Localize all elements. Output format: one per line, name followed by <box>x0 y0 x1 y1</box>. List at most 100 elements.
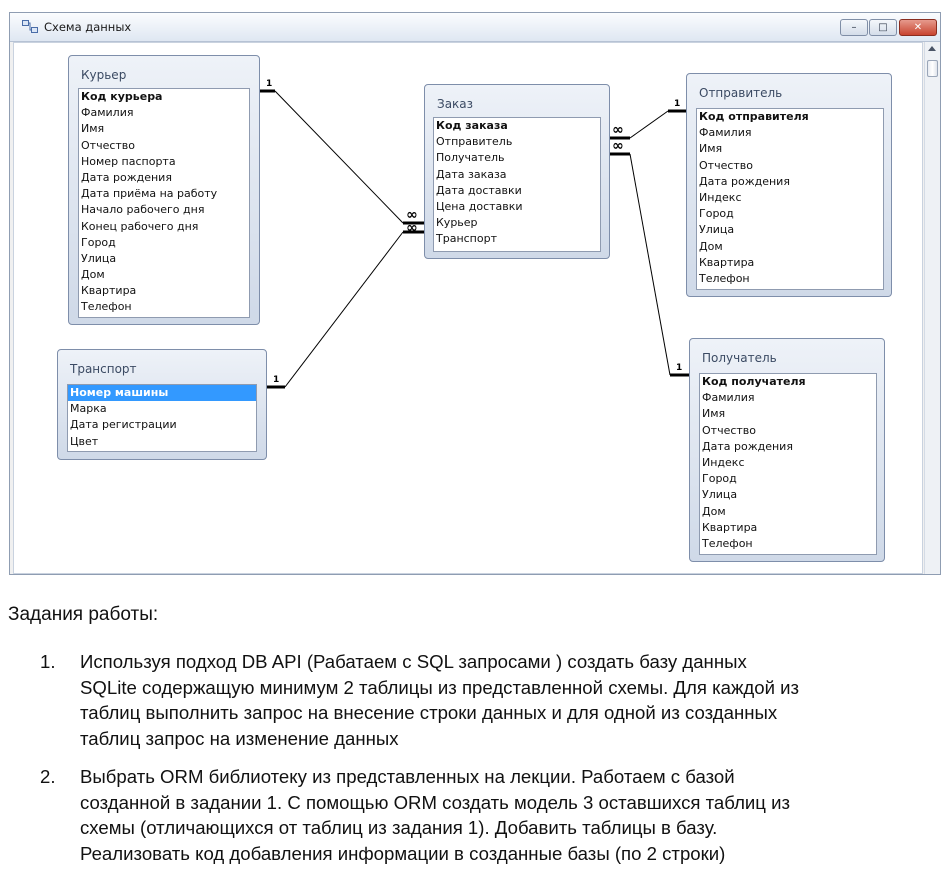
relationships-icon <box>22 20 38 33</box>
window-titlebar[interactable]: Схема данных – □ ✕ <box>10 13 940 42</box>
field-item[interactable]: Отправитель <box>436 135 513 149</box>
field-item[interactable]: Дата рождения <box>699 174 790 188</box>
field-item[interactable]: Номер паспорта <box>81 154 176 168</box>
sender-field-list[interactable]: Код отправителя Фамилия Имя Отчество Дат… <box>696 108 884 290</box>
table-sender[interactable]: Отправитель Код отправителя Фамилия Имя … <box>686 73 892 297</box>
task-text: Используя подход DB API (Рабатаем с SQL … <box>80 649 940 751</box>
field-item[interactable]: Квартира <box>81 284 137 298</box>
field-item[interactable]: Код заказа <box>436 119 508 132</box>
field-item[interactable]: Квартира <box>702 520 758 534</box>
field-item[interactable]: Телефон <box>81 300 132 314</box>
field-item[interactable]: Фамилия <box>81 106 134 120</box>
field-item[interactable]: Телефон <box>702 536 753 550</box>
field-item[interactable]: Улица <box>699 223 735 237</box>
field-item[interactable]: Цена доставки <box>436 199 523 213</box>
field-item[interactable]: Дата приёма на работу <box>81 187 218 201</box>
field-item[interactable]: Фамилия <box>702 391 755 405</box>
field-item[interactable]: Начало рабочего дня <box>81 203 205 217</box>
tasks-heading: Задания работы: <box>8 604 159 625</box>
table-recipient[interactable]: Получатель Код получателя Фамилия Имя От… <box>689 338 885 562</box>
field-item[interactable]: Курьер <box>436 216 478 230</box>
table-transport[interactable]: Транспорт Номер машины Марка Дата регист… <box>57 349 267 460</box>
field-item[interactable]: Цвет <box>70 434 99 448</box>
field-item[interactable]: Дом <box>699 239 723 253</box>
transport-one-label: 1 <box>273 375 279 385</box>
window-title: Схема данных <box>44 20 132 34</box>
field-item[interactable]: Транспорт <box>436 232 497 246</box>
task-line: схемы (отличающихся от таблиц из задания… <box>80 817 718 839</box>
field-item[interactable]: Телефон <box>699 271 750 285</box>
field-item[interactable]: Отчество <box>702 423 757 437</box>
recipient-one-label: 1 <box>676 363 682 373</box>
recipient-field-list[interactable]: Код получателя Фамилия Имя Отчество Дата… <box>699 373 877 555</box>
courier-order-line[interactable] <box>274 90 404 224</box>
task-number: 2. <box>40 766 56 787</box>
field-item[interactable]: Индекс <box>699 190 742 204</box>
task-line: таблиц выполнить запрос на внесение стро… <box>80 702 778 724</box>
relationship-lines: 1 1 1 1 ∞ ∞ ∞ ∞ <box>259 79 689 389</box>
field-item[interactable]: Имя <box>702 407 726 421</box>
maximize-button[interactable]: □ <box>869 19 897 36</box>
field-item[interactable]: Дом <box>702 504 726 518</box>
field-item[interactable]: Код получателя <box>702 375 806 388</box>
task-text: Выбрать ORM библиотеку из представленных… <box>80 764 940 866</box>
field-item-selected[interactable]: Номер машины <box>68 385 256 402</box>
field-item[interactable]: Улица <box>702 488 738 502</box>
vertical-scrollbar[interactable] <box>924 42 940 574</box>
transport-many-label: ∞ <box>406 220 418 236</box>
field-item[interactable]: Отчество <box>81 138 136 152</box>
task-line: Используя подход DB API (Рабатаем с SQL … <box>80 651 747 672</box>
order-recipient-line[interactable] <box>629 153 671 376</box>
field-item[interactable]: Дата регистрации <box>70 418 177 432</box>
field-item[interactable]: Имя <box>81 122 105 136</box>
task-number: 1. <box>40 651 56 672</box>
task-item-2: 2. Выбрать ORM библиотеку из представлен… <box>40 764 940 868</box>
field-item[interactable]: Дата рождения <box>702 439 793 453</box>
field-item[interactable]: Фамилия <box>699 126 752 140</box>
courier-one-label: 1 <box>266 79 272 89</box>
courier-field-list[interactable]: Код курьера Фамилия Имя Отчество Номер п… <box>78 88 250 318</box>
field-item[interactable]: Город <box>81 235 116 249</box>
task-line: таблиц запрос на изменение данных <box>80 727 399 749</box>
table-courier[interactable]: Курьер Код курьера Фамилия Имя Отчество … <box>68 55 260 325</box>
task-line: созданной в задании 1. С помощью ORM соз… <box>80 791 791 813</box>
field-item[interactable]: Город <box>702 472 737 486</box>
field-item[interactable]: Дата рождения <box>81 170 172 184</box>
order-field-list[interactable]: Код заказа Отправитель Получатель Дата з… <box>433 117 601 252</box>
field-item[interactable]: Дата доставки <box>436 183 522 197</box>
field-item[interactable]: Улица <box>81 251 117 265</box>
scroll-up-icon[interactable] <box>928 46 936 51</box>
table-recipient-title: Получатель <box>702 351 777 365</box>
table-sender-title: Отправитель <box>699 86 783 100</box>
task-item-1: 1. Используя подход DB API (Рабатаем с S… <box>40 649 940 753</box>
field-item[interactable]: Конец рабочего дня <box>81 219 199 233</box>
field-item[interactable]: Отчество <box>699 158 754 172</box>
field-item[interactable]: Код курьера <box>81 90 163 103</box>
task-line: Выбрать ORM библиотеку из представленных… <box>80 766 735 787</box>
field-item[interactable]: Дом <box>81 268 105 282</box>
close-button[interactable]: ✕ <box>899 19 937 36</box>
field-item[interactable]: Получатель <box>436 151 505 165</box>
table-order[interactable]: Заказ Код заказа Отправитель Получатель … <box>424 84 610 259</box>
task-line: Реализовать код добавления информации в … <box>80 842 726 864</box>
transport-order-line[interactable] <box>284 231 404 388</box>
table-order-title: Заказ <box>437 97 474 111</box>
task-line: SQLite содержащую минимум 2 таблицы из п… <box>80 676 800 698</box>
field-item[interactable]: Марка <box>70 402 107 416</box>
field-item[interactable]: Дата заказа <box>436 167 507 181</box>
field-item[interactable]: Квартира <box>699 255 755 269</box>
recipient-many-label: ∞ <box>612 138 624 154</box>
field-item[interactable]: Имя <box>699 142 723 156</box>
sender-many-label: ∞ <box>612 122 624 138</box>
field-item[interactable]: Индекс <box>702 455 745 469</box>
table-transport-title: Транспорт <box>70 362 137 376</box>
sender-one-label: 1 <box>674 99 680 109</box>
table-courier-title: Курьер <box>81 68 127 82</box>
courier-many-label: ∞ <box>406 207 418 223</box>
transport-field-list[interactable]: Номер машины Марка Дата регистрации Цвет <box>67 384 257 452</box>
minimize-button[interactable]: – <box>840 19 868 36</box>
field-item[interactable]: Город <box>699 207 734 221</box>
order-sender-line[interactable] <box>629 110 669 139</box>
field-item[interactable]: Код отправителя <box>699 110 809 123</box>
scroll-thumb[interactable] <box>927 60 938 77</box>
